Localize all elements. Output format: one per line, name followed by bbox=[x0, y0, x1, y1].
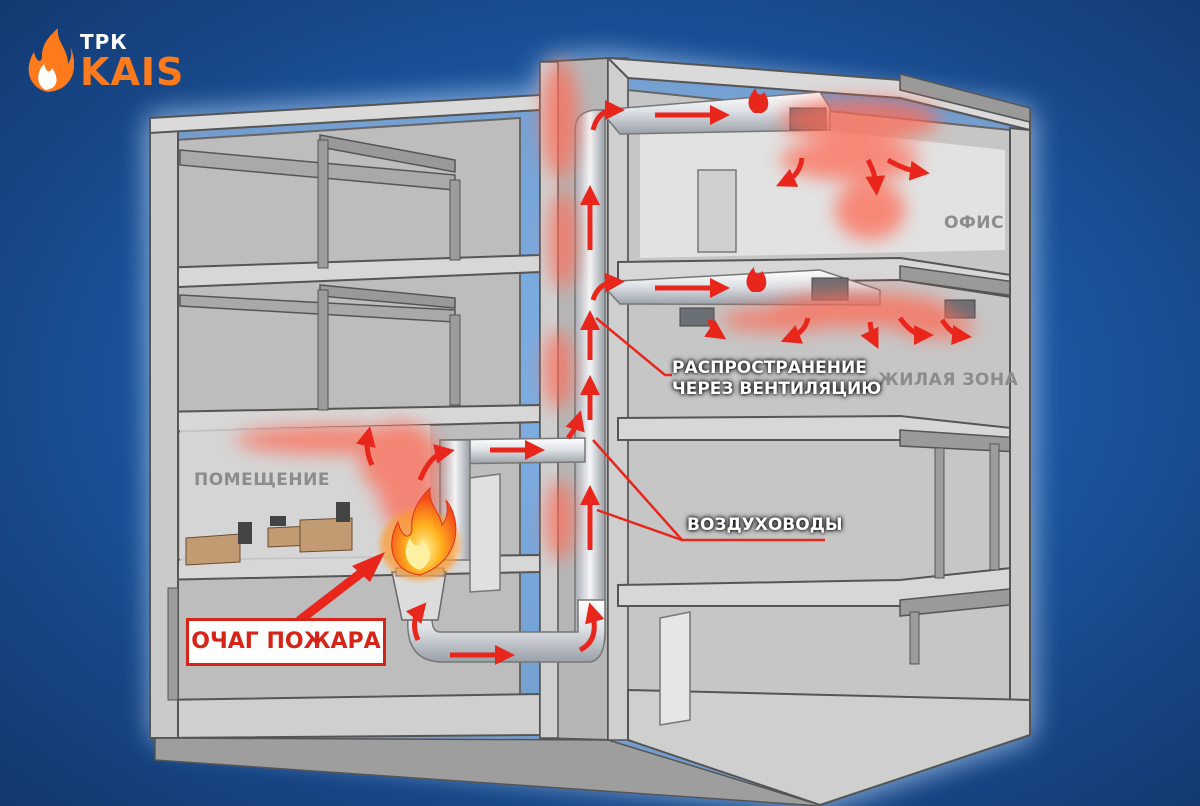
logo: ТРК KAIS bbox=[22, 24, 212, 104]
label-spread-line2: ЧЕРЕЗ ВЕНТИЛЯЦИЮ bbox=[672, 379, 882, 399]
label-living-zone: ЖИЛАЯ ЗОНА bbox=[878, 370, 1019, 390]
logo-top-text: ТРК bbox=[80, 30, 128, 54]
fire-source-label-box: ОЧАГ ПОЖАРА bbox=[186, 618, 386, 666]
logo-main-text: KAIS bbox=[80, 50, 185, 94]
leader-lines bbox=[592, 317, 825, 542]
flame-icon bbox=[746, 267, 767, 292]
label-room: ПОМЕЩЕНИЕ bbox=[194, 470, 330, 490]
fire-source-label: ОЧАГ ПОЖАРА bbox=[191, 629, 381, 654]
flame-icon bbox=[748, 88, 769, 113]
label-spread: РАСПРОСТРАНЕНИЕ ЧЕРЕЗ ВЕНТИЛЯЦИЮ bbox=[672, 358, 881, 400]
label-ducts: ВОЗДУХОВОДЫ bbox=[687, 515, 843, 535]
flow-arrows bbox=[356, 100, 972, 665]
arrow-icon bbox=[295, 552, 385, 625]
flame-icon bbox=[28, 28, 74, 92]
fire-icon bbox=[380, 486, 460, 580]
right-block bbox=[154, 56, 1031, 806]
label-spread-line1: РАСПРОСТРАНЕНИЕ bbox=[672, 358, 867, 378]
office-furniture bbox=[185, 502, 353, 566]
smoke-clouds bbox=[235, 60, 975, 560]
label-office: ОФИС bbox=[944, 213, 1005, 233]
